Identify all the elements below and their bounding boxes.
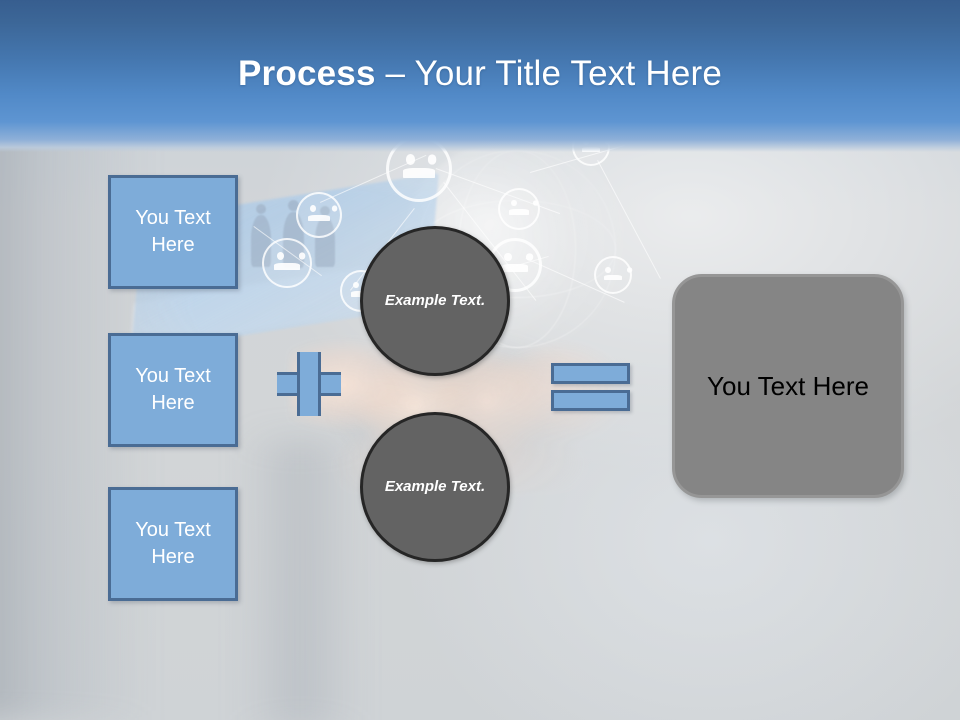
input-box-2[interactable]: You Text Here [108,333,238,447]
equals-operator-icon [551,363,630,411]
title-bold-part: Process [238,54,376,93]
person-silhouette-head [320,206,330,216]
person-silhouette [251,215,271,267]
result-box[interactable]: You Text Here [672,274,904,498]
plus-vertical-bar [297,352,321,416]
page-title: Process – Your Title Text Here [0,52,960,96]
input-box-3-label: You Text Here [135,519,211,568]
plus-operator-icon [277,352,341,416]
process-circle-1[interactable]: Example Text. [360,226,510,376]
input-box-3[interactable]: You Text Here [108,487,238,601]
person-silhouette [283,212,304,268]
equals-bottom-bar [551,390,630,411]
input-box-2-label: You Text Here [135,365,211,414]
person-silhouette-head [256,204,266,214]
input-box-1-label: You Text Here [135,207,211,256]
title-regular-part: Your Title Text Here [414,54,722,93]
title-separator: – [375,54,415,93]
process-circle-1-label: Example Text. [384,292,486,309]
process-circle-2[interactable]: Example Text. [360,412,510,562]
result-box-label: You Text Here [707,370,869,401]
process-circle-2-label: Example Text. [384,478,486,495]
person-silhouette-head [288,200,299,211]
person-silhouette [315,217,335,267]
input-box-1[interactable]: You Text Here [108,175,238,289]
slide-header-band [0,0,960,152]
equals-top-bar [551,363,630,384]
